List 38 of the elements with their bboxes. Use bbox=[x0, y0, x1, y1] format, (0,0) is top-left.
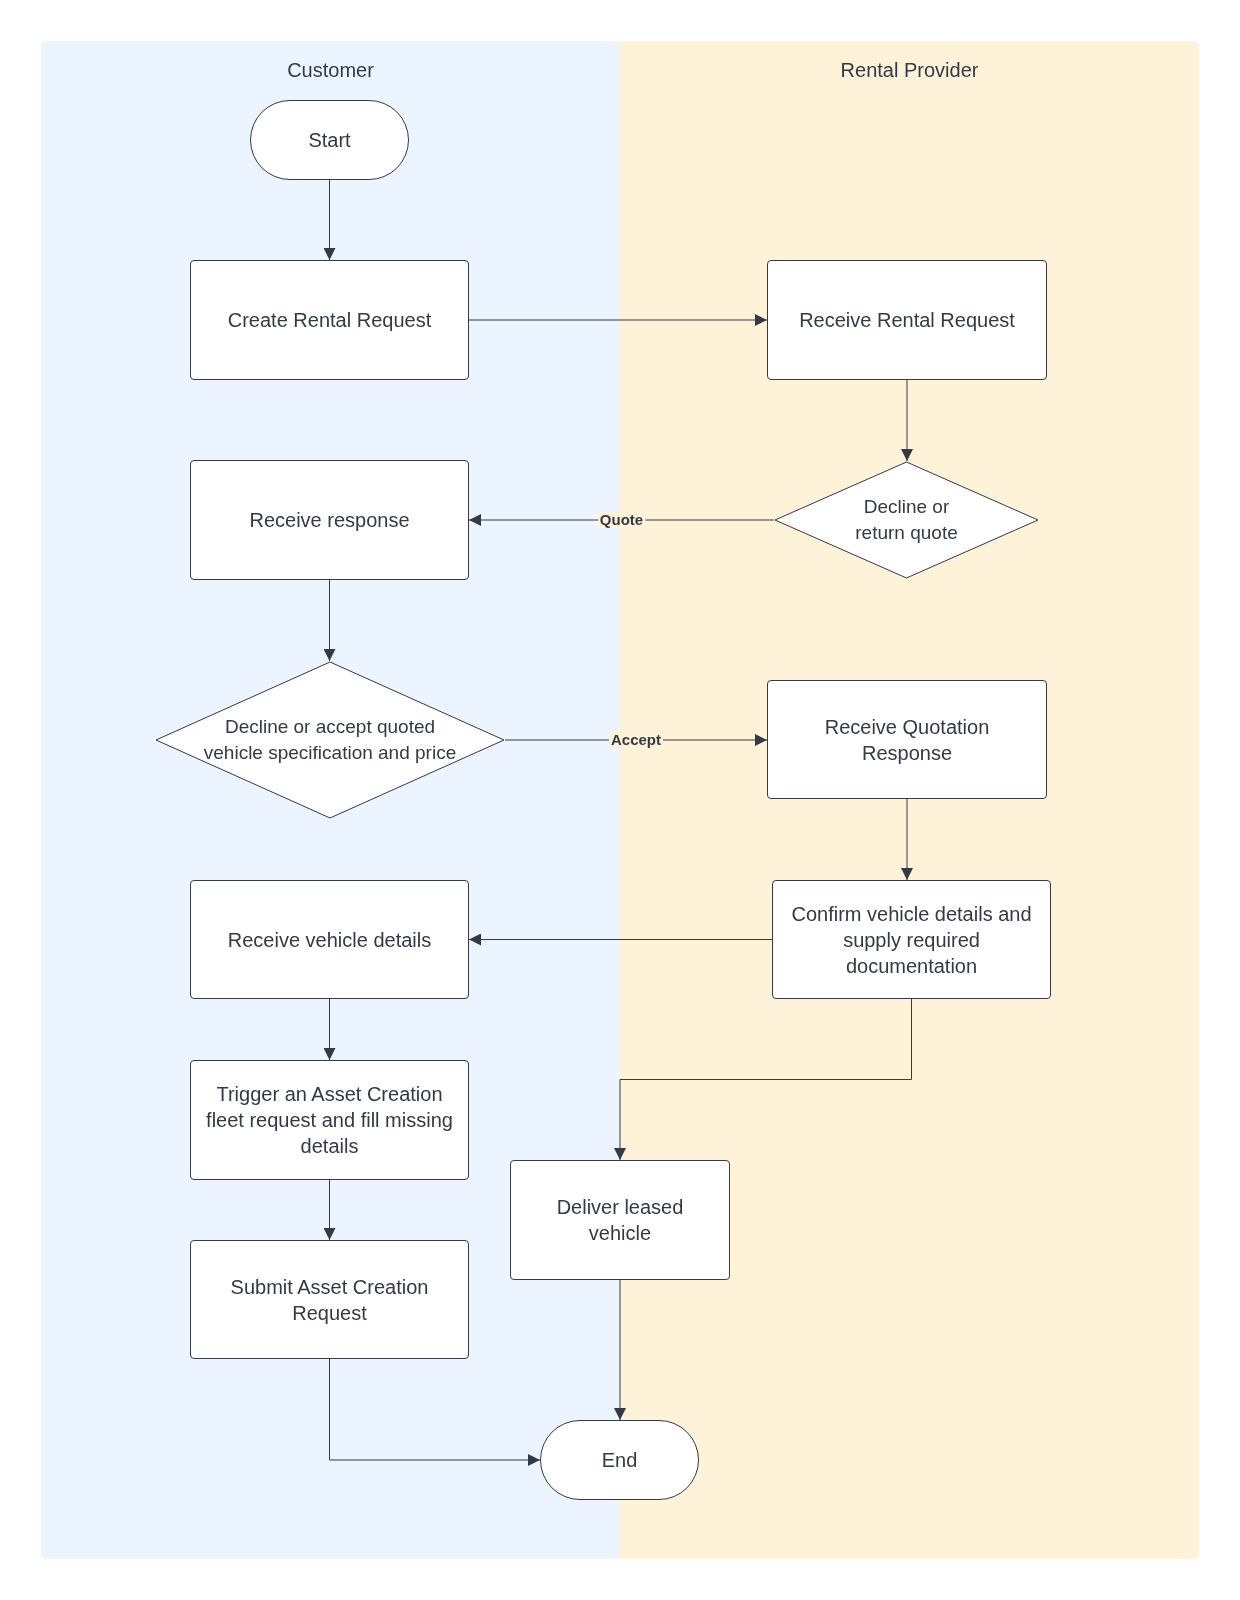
arrow bbox=[901, 379, 913, 462]
process-box bbox=[190, 880, 469, 999]
process-box bbox=[772, 880, 1051, 999]
node-label: Submit Asset Creation Request bbox=[229, 1274, 430, 1326]
node-label: Trigger an Asset Creation fleet request and fill missing details bbox=[205, 1082, 454, 1159]
arrow bbox=[323, 998, 336, 1061]
edge-label: Accept bbox=[609, 732, 663, 748]
node-label: Deliver leased vehicle bbox=[555, 1195, 685, 1246]
process-box bbox=[767, 260, 1047, 380]
arrow bbox=[323, 179, 336, 261]
arrow bbox=[323, 579, 336, 662]
node-label: Receive vehicle details bbox=[227, 927, 432, 953]
process-box bbox=[190, 1240, 469, 1359]
process-box bbox=[190, 460, 469, 580]
node-label: Start bbox=[308, 128, 351, 153]
arrow bbox=[614, 998, 912, 1161]
node-label: Decline or return quote bbox=[854, 495, 959, 545]
node-label: Customer bbox=[287, 58, 374, 83]
arrow bbox=[614, 1279, 626, 1421]
arrow bbox=[468, 314, 768, 326]
edge-label: Quote bbox=[597, 512, 646, 528]
node-label: Rental Provider bbox=[840, 58, 979, 83]
arrow bbox=[901, 798, 913, 881]
node-label: Decline or accept quoted vehicle specification and price bbox=[202, 715, 458, 765]
process-box bbox=[510, 1160, 730, 1280]
process-box bbox=[190, 260, 469, 380]
node-label: Receive Rental Request bbox=[799, 308, 1015, 333]
arrow bbox=[468, 514, 775, 526]
arrow bbox=[329, 1358, 541, 1466]
node-label: Receive response bbox=[249, 508, 410, 533]
process-box bbox=[767, 680, 1047, 799]
arrow bbox=[323, 1179, 336, 1241]
node-label: Receive Quotation Response bbox=[823, 714, 991, 766]
process-box bbox=[190, 1060, 469, 1180]
node-label: Create Rental Request bbox=[227, 308, 432, 333]
node-label: Confirm vehicle details and supply required documentation bbox=[790, 901, 1033, 979]
node-label: End bbox=[601, 1448, 638, 1473]
arrow bbox=[468, 933, 773, 946]
